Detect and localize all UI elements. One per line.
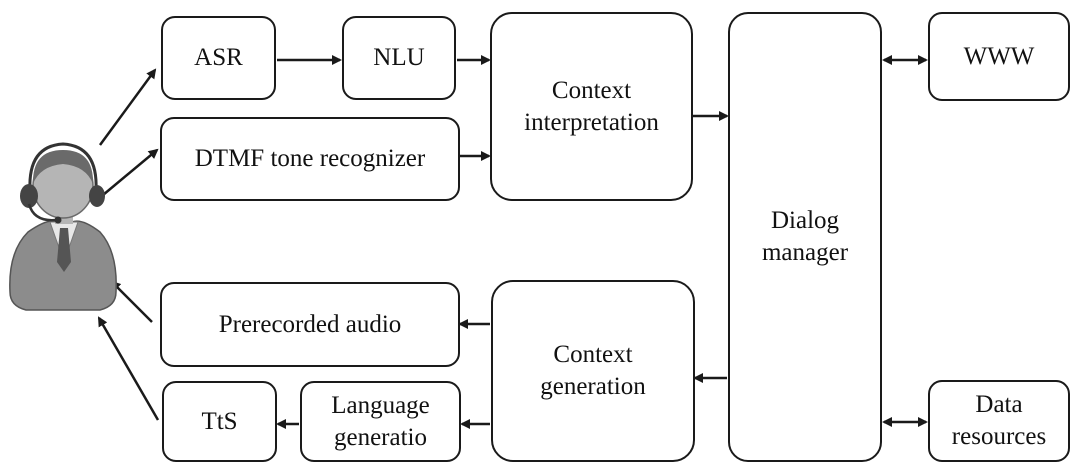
data-resources-node: Data resources: [928, 380, 1070, 462]
edge-prerecorded-to-person: [110, 280, 153, 323]
nlu-label: NLU: [373, 44, 425, 71]
tts-label: TtS: [201, 407, 238, 435]
edge-person-to-dtmf: [102, 148, 159, 196]
context-interpretation-node: Context interpretation: [490, 12, 693, 201]
dialog-manager-label: Dialog manager: [761, 207, 849, 266]
www-label: WWW: [963, 42, 1035, 70]
dtmf-tone-recognizer-label: DTMF tone recognizer: [194, 145, 426, 172]
context-generation-label: Context generation: [540, 341, 646, 400]
nlu-node: NLU: [342, 16, 456, 100]
context-generation-node: Context generation: [491, 280, 695, 462]
language-generation-label: Language generatio: [331, 391, 430, 451]
dtmf-tone-recognizer-node: DTMF tone recognizer: [160, 117, 460, 201]
edge-tts-to-person: [97, 316, 160, 421]
dialog-manager-node: Dialog manager: [728, 12, 882, 462]
www-node: WWW: [928, 12, 1070, 101]
data-resources-label: Data resources: [951, 391, 1047, 450]
asr-label: ASR: [194, 44, 243, 71]
context-interpretation-label: Context interpretation: [524, 76, 659, 136]
tts-node: TtS: [162, 381, 277, 462]
edge-person-to-asr: [98, 68, 157, 146]
language-generation-node: Language generatio: [300, 381, 461, 462]
prerecorded-audio-label: Prerecorded audio: [218, 310, 402, 338]
operator-with-headset-icon: [9, 142, 117, 311]
prerecorded-audio-node: Prerecorded audio: [160, 282, 460, 367]
asr-node: ASR: [161, 16, 276, 100]
